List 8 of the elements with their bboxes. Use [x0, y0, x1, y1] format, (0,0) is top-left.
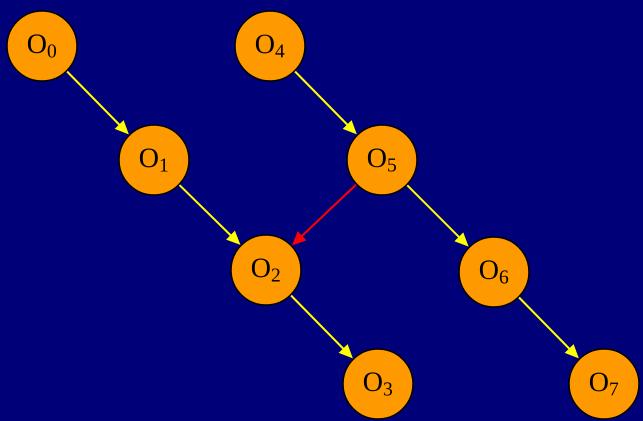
circle-node: O$_{1}$	[118, 124, 190, 196]
circle-node: O$_{5}$	[346, 124, 418, 196]
circle-node: O$_{2}$	[230, 234, 302, 306]
circle-node: O$_{0}$	[6, 10, 78, 82]
circle-node: O$_{4}$	[234, 10, 306, 82]
circle-node: O$_{3}$	[342, 348, 414, 420]
circle-node: O$_{7}$	[568, 348, 640, 420]
circle-node: O$_{6}$	[458, 236, 530, 308]
